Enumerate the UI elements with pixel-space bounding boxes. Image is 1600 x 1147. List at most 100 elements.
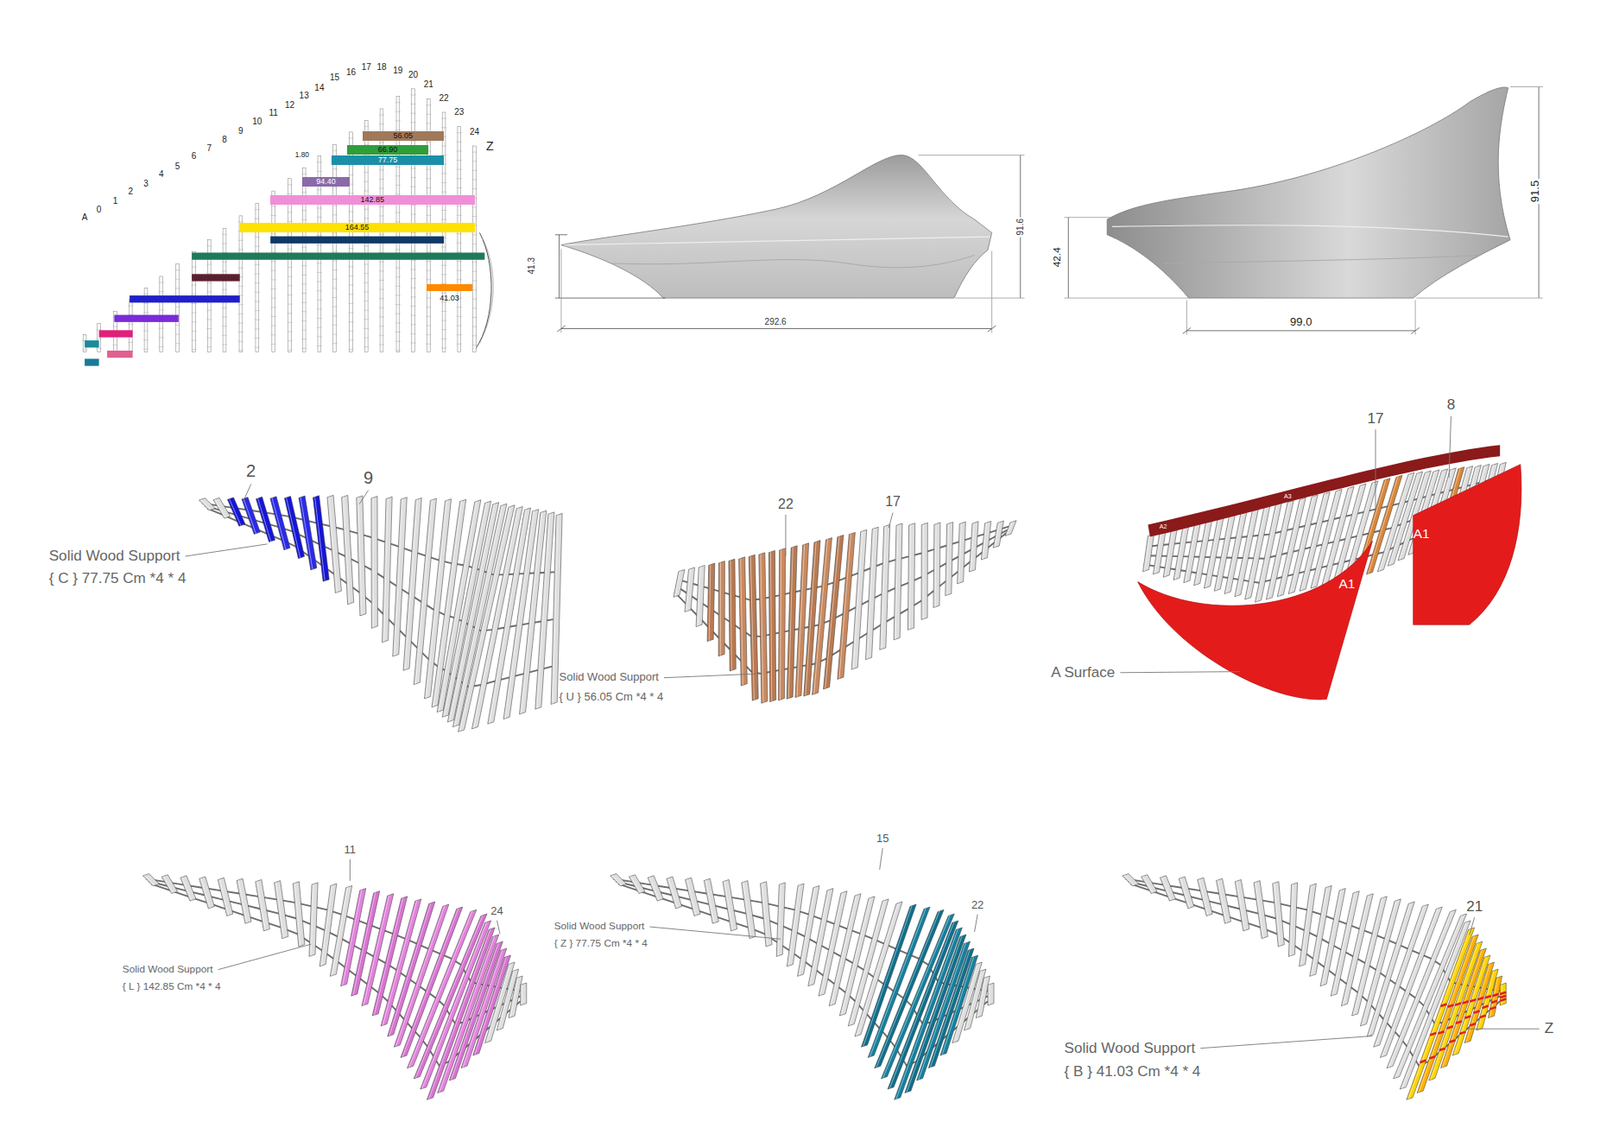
- column-tick: [316, 299, 323, 301]
- column-tick: [301, 347, 307, 349]
- callout-number: 24: [490, 904, 503, 918]
- column-tick: [425, 169, 431, 171]
- column-tick: [238, 267, 244, 269]
- rib-highlight: [328, 496, 337, 593]
- dimension-text: 91.6: [1015, 216, 1026, 237]
- rib-highlight: [724, 880, 734, 930]
- rib-highlight: [971, 522, 974, 571]
- column-tick: [206, 245, 212, 247]
- leader-line: [1469, 916, 1475, 935]
- column-tick: [206, 309, 212, 311]
- rib-highlight: [668, 878, 678, 908]
- column-tick: [411, 186, 417, 188]
- column-tick: [425, 205, 431, 207]
- dimension-line: [561, 328, 993, 329]
- rib-plate: [535, 512, 555, 709]
- column-tick: [301, 338, 307, 340]
- sofa-seam: [564, 236, 991, 245]
- column-tick: [471, 188, 477, 190]
- column-tick: [425, 187, 431, 189]
- column-strip: [97, 323, 102, 353]
- column-tick: [175, 287, 181, 289]
- rib-plate: [1122, 873, 1139, 886]
- column-tick: [379, 169, 385, 171]
- column-tick: [287, 266, 293, 268]
- column-tick: [254, 208, 260, 210]
- column-tick: [96, 338, 102, 340]
- column-tick: [411, 342, 417, 344]
- rib-plate: [1178, 876, 1195, 909]
- hatch-mark: [1462, 1000, 1469, 1003]
- rib-highlight: [1218, 879, 1227, 924]
- leader-line: [888, 512, 893, 528]
- column-tick: [456, 334, 462, 336]
- rib-plate: [327, 494, 342, 593]
- column-tick: [441, 182, 447, 184]
- column-tick: [287, 331, 293, 333]
- column-tick: [456, 215, 462, 216]
- length-bar: 94.40: [302, 177, 351, 187]
- rib-plate: [356, 495, 367, 616]
- column-tick: [456, 278, 462, 280]
- rib-highlight: [460, 506, 511, 732]
- column-tick: [395, 184, 401, 186]
- rib-highlight: [521, 984, 523, 1006]
- column-tick: [347, 293, 354, 295]
- column-tick: [441, 292, 447, 294]
- column-tick: [411, 167, 417, 169]
- hatch-mark: [1429, 1032, 1436, 1035]
- callout-number: 17: [1367, 410, 1385, 428]
- rib-plate: [199, 876, 216, 909]
- column-tick: [347, 303, 354, 304]
- rib-highlight: [743, 881, 752, 938]
- column-tick: [238, 303, 244, 305]
- rib-plate: [1197, 877, 1213, 916]
- bar-value: 142.85: [270, 195, 475, 205]
- rib-highlight: [762, 882, 768, 946]
- column-strip: [333, 144, 337, 352]
- column-tick: [190, 348, 197, 350]
- rib-assembly: [673, 520, 1017, 704]
- rib-plate: [610, 873, 627, 886]
- column-label: 0: [96, 204, 102, 216]
- column-tick: [471, 160, 477, 162]
- rib-highlight: [201, 499, 212, 510]
- leader-line: [664, 673, 760, 678]
- column-tick: [175, 324, 181, 326]
- column-tick: [471, 206, 477, 208]
- column-tick: [158, 309, 165, 310]
- column-tick: [287, 312, 293, 314]
- column-tick: [395, 120, 401, 121]
- rib-plate: [685, 877, 701, 916]
- rib-highlight: [271, 498, 286, 550]
- rib-plate: [921, 522, 928, 620]
- column-tick: [471, 316, 477, 318]
- hatch-mark: [1469, 1023, 1476, 1025]
- column-label: 21: [423, 79, 434, 90]
- surface-label: A1: [1413, 525, 1430, 542]
- rib-highlight: [1274, 882, 1280, 946]
- column-tick: [271, 297, 277, 299]
- hatch-mark: [1473, 1011, 1480, 1013]
- column-tick: [238, 313, 244, 315]
- column-label: 3: [143, 178, 149, 190]
- column-tick: [271, 260, 277, 262]
- rib-highlight: [1343, 894, 1370, 1006]
- annotation-text: { L } 142.85 Cm *4 * 4: [122, 980, 222, 993]
- column-tick: [379, 215, 385, 217]
- column-tick: [271, 343, 277, 345]
- column-tick: [411, 259, 417, 261]
- extension-line: [1186, 299, 1188, 335]
- rib-highlight: [384, 498, 388, 642]
- column-tick: [347, 220, 354, 222]
- rib-highlight: [1255, 881, 1264, 938]
- column-tick: [190, 293, 197, 295]
- column-tick: [206, 346, 212, 348]
- solid-wood-support: [718, 561, 725, 657]
- column-tick: [456, 233, 462, 234]
- rib-highlight: [705, 879, 715, 924]
- column-tick: [287, 322, 293, 323]
- rib-highlight: [959, 523, 962, 583]
